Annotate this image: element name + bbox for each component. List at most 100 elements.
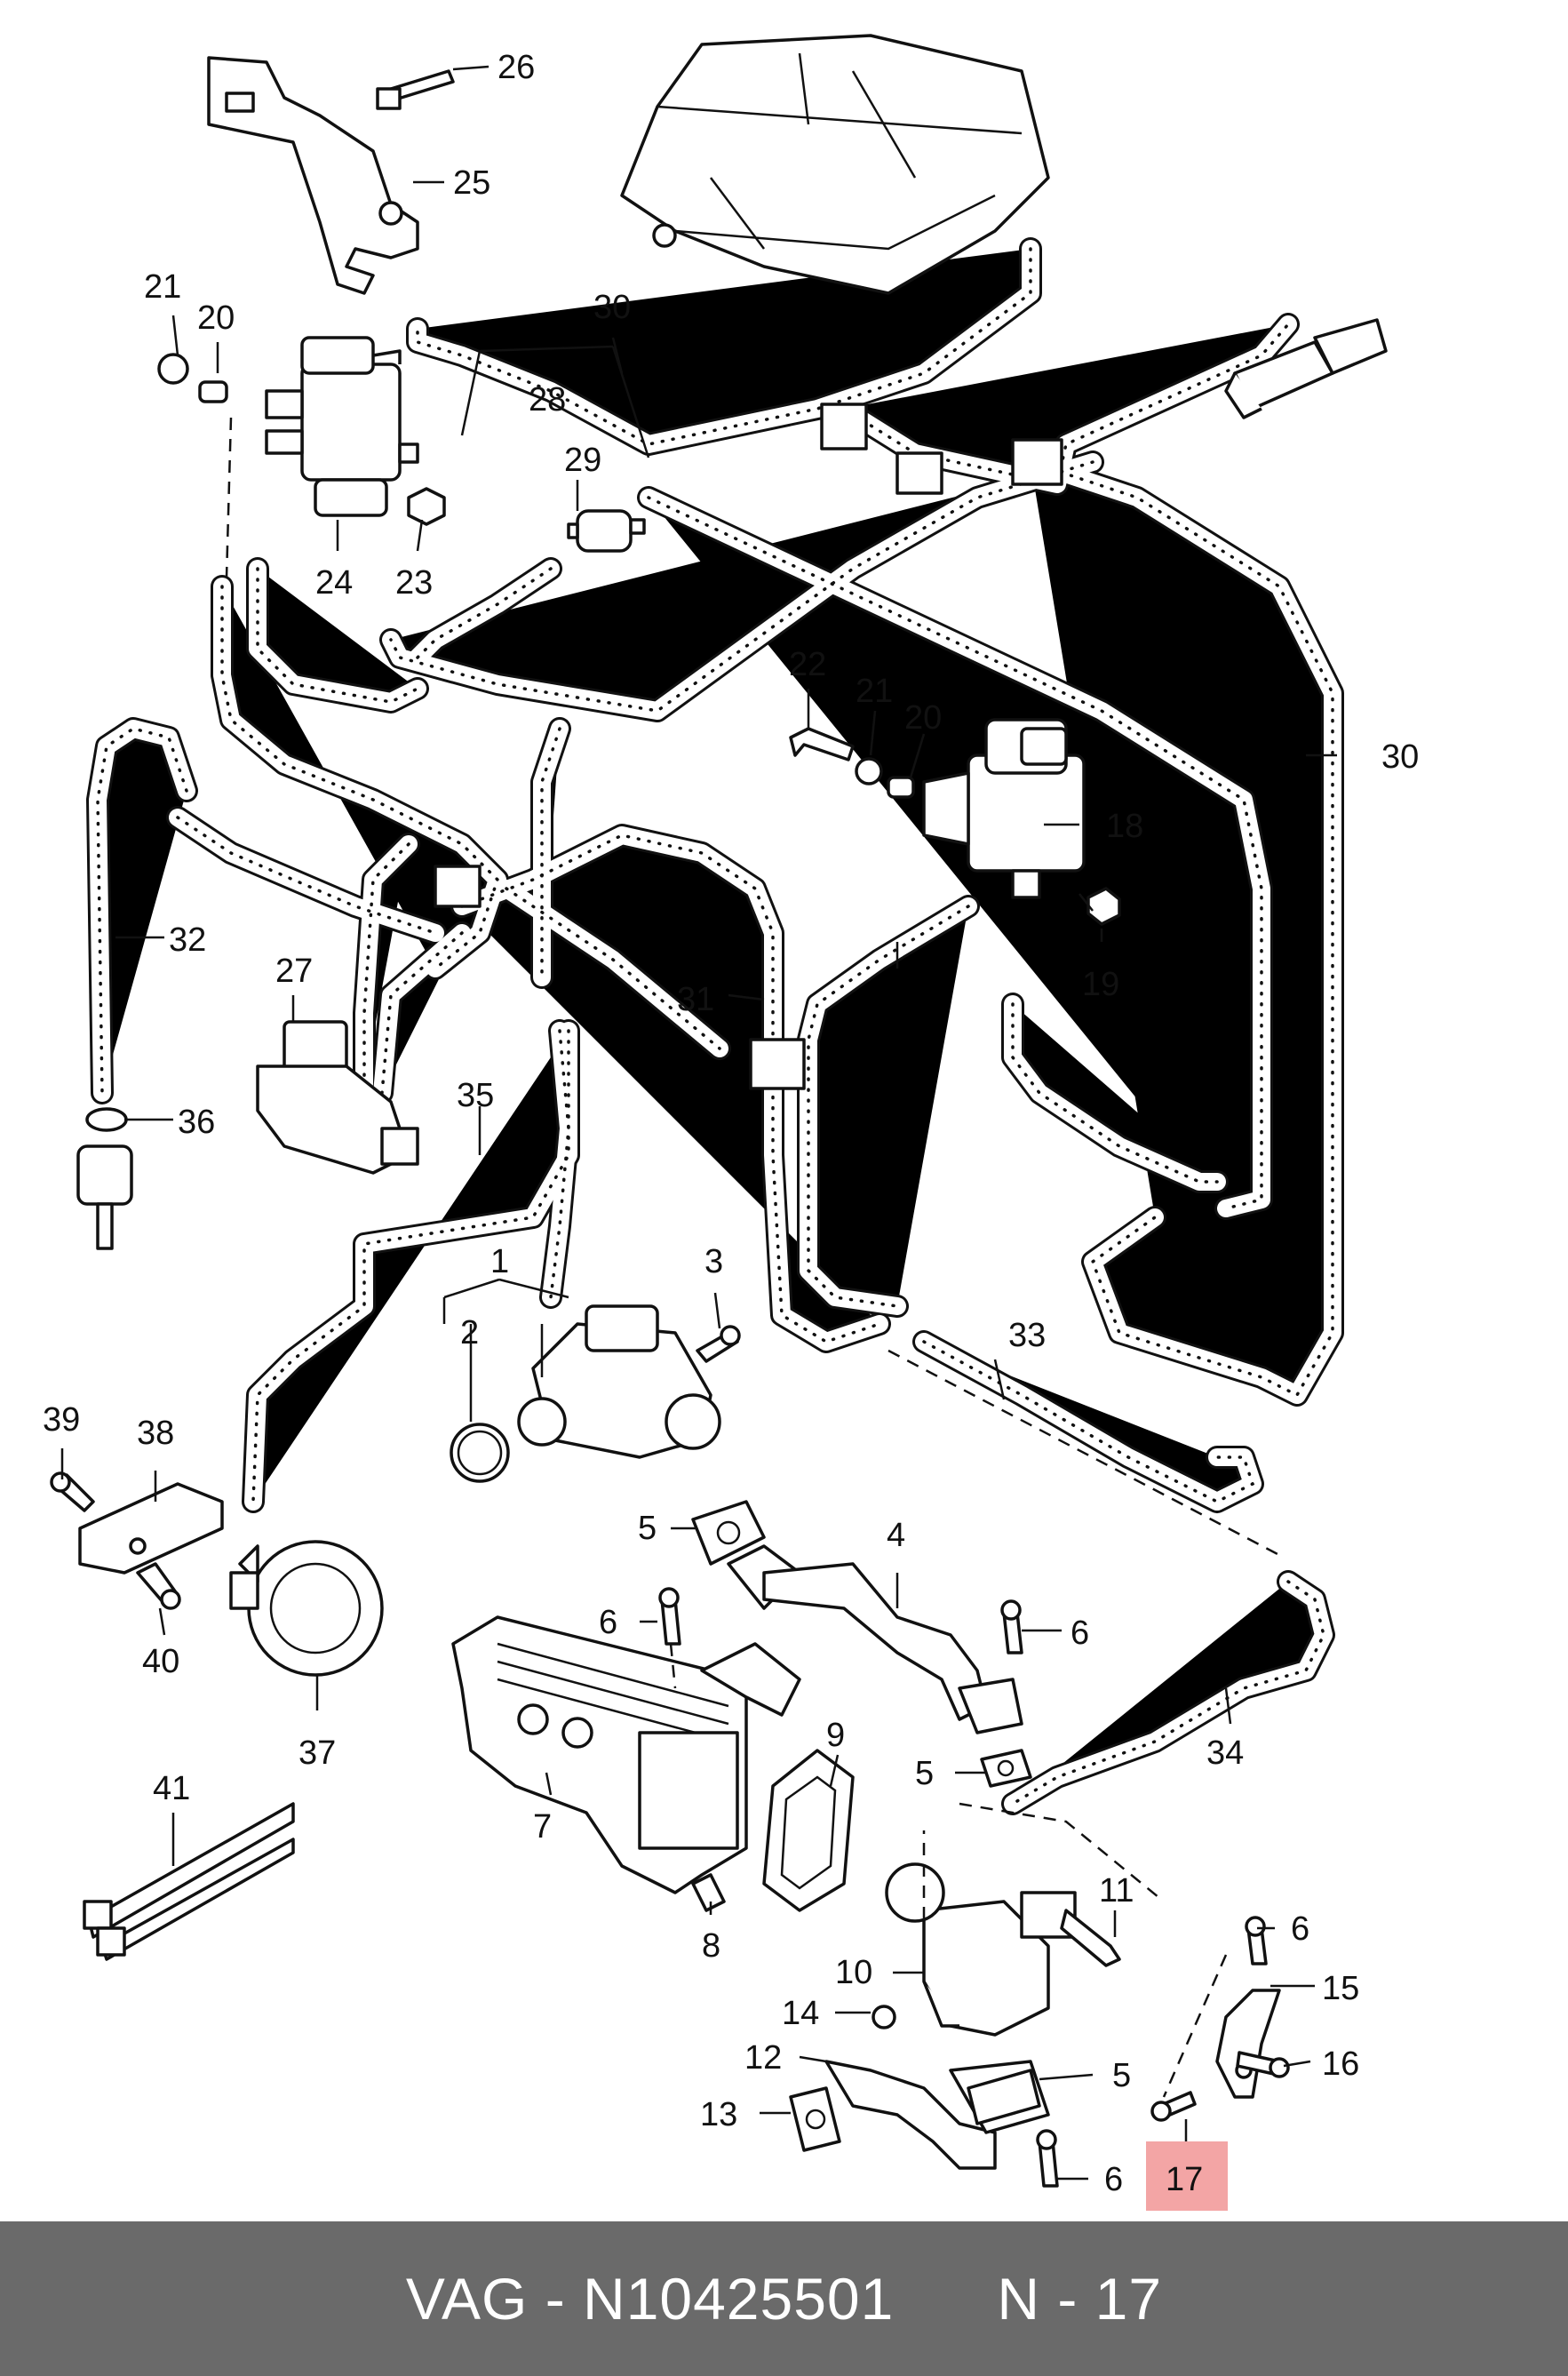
callout-2: 2 xyxy=(460,1314,479,1351)
callout-9: 9 xyxy=(826,1717,845,1754)
bracket-15 xyxy=(1215,1989,1281,2099)
callout-41: 41 xyxy=(153,1770,190,1807)
callout-5b: 5 xyxy=(915,1755,934,1792)
cable-tie-41 xyxy=(83,1802,295,1961)
callout-28: 28 xyxy=(529,381,566,419)
egr-cooler-7 xyxy=(451,1615,801,1894)
bolt-6d xyxy=(1245,1916,1268,1965)
callout-10: 10 xyxy=(835,1954,872,1991)
callout-15: 15 xyxy=(1322,1970,1359,2007)
assembly-lines xyxy=(225,417,1280,2098)
callout-30a: 30 xyxy=(593,289,631,326)
nut-19 xyxy=(1086,887,1121,926)
bolt-17 xyxy=(1150,2091,1197,2122)
callout-20b: 20 xyxy=(904,699,942,737)
callout-3: 3 xyxy=(704,1243,723,1280)
bolt-6a xyxy=(658,1587,681,1646)
screw-26 xyxy=(376,69,455,110)
callout-27: 27 xyxy=(275,953,313,990)
callout-21b: 21 xyxy=(856,673,893,710)
callout-6b: 6 xyxy=(1071,1615,1089,1652)
check-valve-29 xyxy=(567,509,646,553)
gasket-9 xyxy=(762,1749,855,1912)
bolt-6c xyxy=(1036,2129,1059,2188)
callout-30b: 30 xyxy=(1381,738,1419,776)
hose-clips xyxy=(434,403,1063,1090)
callout-31: 31 xyxy=(677,981,714,1018)
callout-39: 39 xyxy=(43,1401,80,1439)
bolt-39 xyxy=(50,1471,95,1512)
callout-5a: 5 xyxy=(638,1510,657,1547)
gasket-5c xyxy=(967,2069,1041,2125)
footer-part-number: VAG - N10425501 N - 17 xyxy=(405,2266,1163,2332)
bolt-6b xyxy=(1000,1599,1023,1654)
callout-25: 25 xyxy=(453,164,490,202)
part-number-footer: VAG - N10425501 N - 17 xyxy=(0,2221,1568,2376)
callout-21a: 21 xyxy=(144,268,181,306)
vacuum-reservoir-36 xyxy=(76,1144,133,1250)
callout-20a: 20 xyxy=(197,299,235,337)
bracket-25 xyxy=(207,56,419,295)
washer-20a xyxy=(198,380,228,403)
bracket-38 xyxy=(78,1482,224,1575)
callout-4: 4 xyxy=(887,1517,905,1554)
callout-38: 38 xyxy=(137,1415,174,1452)
callout-24: 24 xyxy=(315,564,353,602)
egr-valve-10 xyxy=(885,1862,1077,2037)
callout-5c: 5 xyxy=(1112,2057,1131,2094)
pipe-4 xyxy=(727,1544,1023,1734)
callout-17: 17 xyxy=(1166,2161,1203,2198)
callout-6a: 6 xyxy=(599,1604,617,1641)
callout-14: 14 xyxy=(782,1995,819,2032)
bolt-8 xyxy=(691,1873,726,1912)
screw-21a xyxy=(157,353,189,385)
callout-16: 16 xyxy=(1322,2045,1359,2083)
vacuum-hoses xyxy=(98,249,1333,1804)
gasket-5b xyxy=(980,1749,1032,1788)
washer-20b xyxy=(887,776,915,799)
bolt-11 xyxy=(1060,1909,1121,1967)
callout-12: 12 xyxy=(744,2039,782,2077)
callout-7: 7 xyxy=(533,1808,552,1846)
leader-lines xyxy=(60,65,1337,2181)
valve-27 xyxy=(256,1020,419,1175)
callout-23: 23 xyxy=(395,564,433,602)
callout-33: 33 xyxy=(1008,1317,1046,1354)
gasket-13 xyxy=(789,2086,841,2152)
callout-6d: 6 xyxy=(1291,1910,1309,1948)
solenoid-valve-18 xyxy=(922,718,1086,899)
callout-40: 40 xyxy=(142,1643,179,1680)
callout-6c: 6 xyxy=(1104,2161,1123,2198)
callout-19: 19 xyxy=(1082,966,1119,1003)
clamp-36 xyxy=(85,1107,128,1132)
pressure-converter-24 xyxy=(265,336,419,517)
callout-35: 35 xyxy=(457,1077,494,1114)
nut-21b xyxy=(855,757,883,785)
callout-26: 26 xyxy=(497,49,535,86)
callout-29: 29 xyxy=(564,442,601,479)
callout-8: 8 xyxy=(702,1927,720,1965)
callout-labels: 26 25 21 20 30 28 29 24 23 30 22 21 20 1… xyxy=(43,49,1419,2198)
air-filter-housing xyxy=(620,34,1050,295)
nut-23 xyxy=(407,487,446,526)
bolt-40 xyxy=(136,1562,181,1610)
bolt-3 xyxy=(696,1325,741,1363)
exploded-parts-diagram: 26 25 21 20 30 28 29 24 23 30 22 21 20 1… xyxy=(43,34,1419,2198)
o-ring-2 xyxy=(450,1423,510,1483)
callout-13: 13 xyxy=(700,2096,737,2133)
nut-14 xyxy=(872,2005,896,2029)
callout-37: 37 xyxy=(298,1734,336,1772)
hose-connector-top-right xyxy=(1224,318,1388,419)
callout-32: 32 xyxy=(169,921,206,959)
callout-18: 18 xyxy=(1106,808,1143,845)
callout-22: 22 xyxy=(789,646,826,683)
callout-1: 1 xyxy=(490,1243,509,1280)
egr-valve-1 xyxy=(517,1304,721,1459)
callout-11: 11 xyxy=(1099,1872,1134,1910)
callout-36: 36 xyxy=(178,1104,215,1141)
bolt-16 xyxy=(1236,2051,1290,2078)
pressure-cell-37 xyxy=(229,1540,384,1677)
callout-34: 34 xyxy=(1206,1734,1244,1772)
gasket-5a xyxy=(691,1500,766,1566)
highlight-box-17 xyxy=(1146,2141,1228,2211)
